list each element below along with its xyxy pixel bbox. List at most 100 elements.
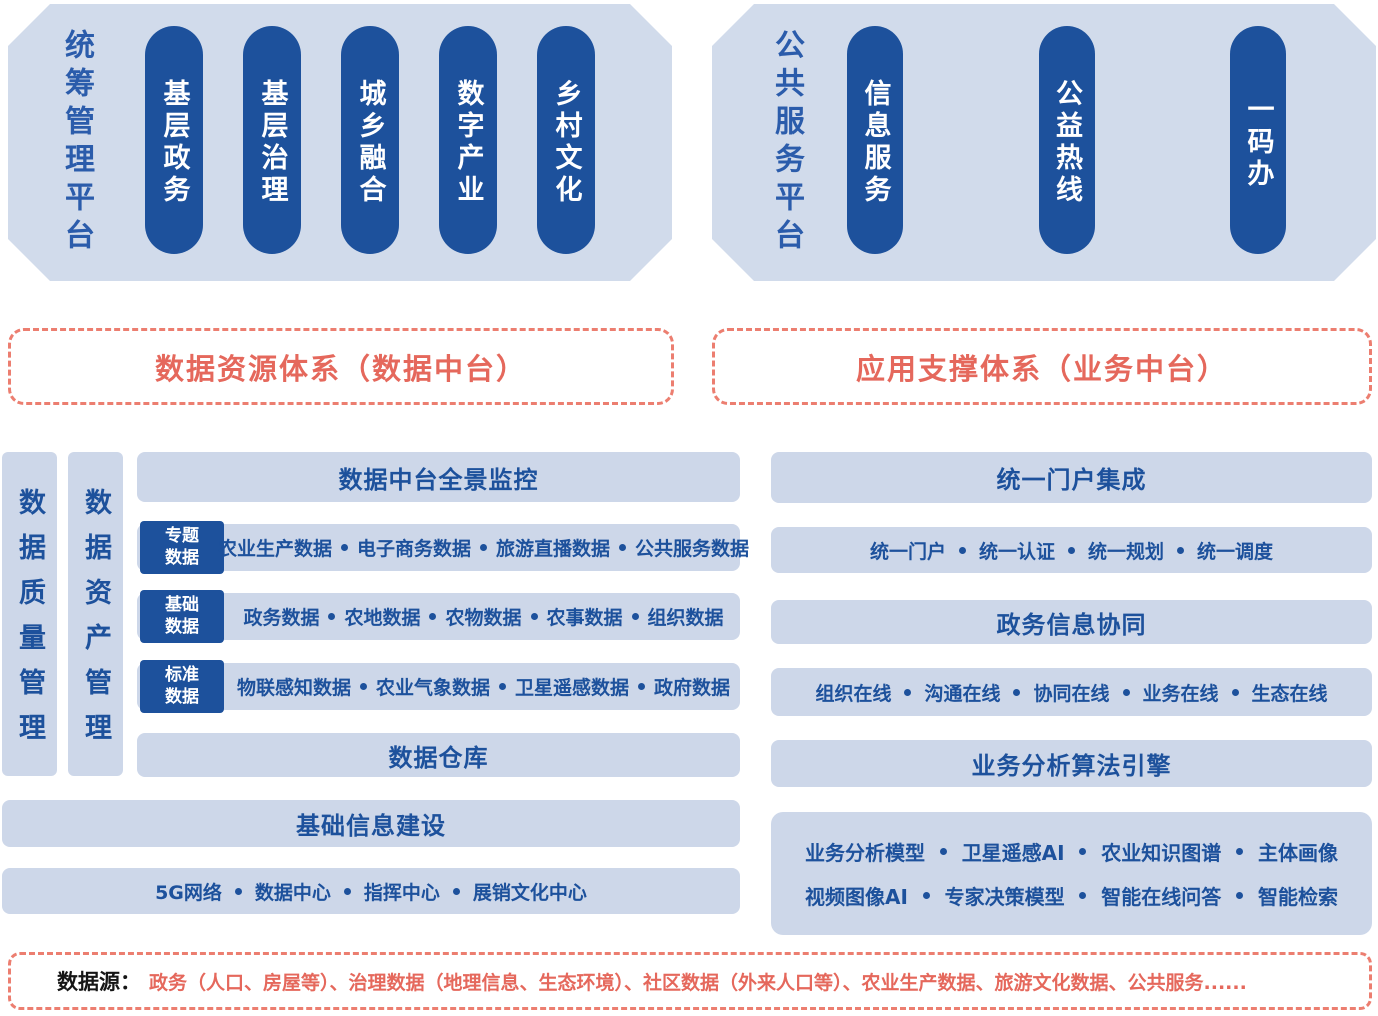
bullet-separator — [429, 613, 437, 620]
bullet-separator — [1079, 848, 1087, 855]
header-label: 统一门户集成 — [996, 466, 1147, 494]
banner-label: 应用支撑体系（业务中台） — [855, 351, 1228, 386]
tag-line: 基础 — [165, 595, 199, 616]
portal-items-bar: 统一门户统一认证统一规划统一调度 — [771, 527, 1372, 573]
pill-label: 信息服务 — [859, 78, 891, 207]
platform-pill-group: 基层政务基层治理城乡融合数字产业乡村文化 — [145, 26, 595, 254]
bullet-separator — [340, 544, 348, 551]
data-source-box: 数据源： 政务（人口、房屋等）、治理数据（地理信息、生态环境）、社区数据（外来人… — [8, 952, 1372, 1010]
algorithm-row: 业务分析模型 卫星遥感AI 农业知识图谱 主体画像 — [805, 837, 1338, 866]
bullet-separator — [343, 887, 351, 895]
list-item: 主体画像 — [1257, 841, 1338, 865]
platform-title: 统筹管理平台 — [59, 28, 94, 257]
infrastructure-items-bar: 5G网络 数据中心 指挥中心 展销文化中心 — [2, 868, 740, 914]
data-source-text: 政务（人口、房屋等）、治理数据（地理信息、生态环境）、社区数据（外来人口等）、农… — [149, 971, 1247, 994]
list-item: 生态在线 — [1251, 682, 1328, 705]
list-item: 卫星遥感AI — [961, 841, 1065, 865]
platform-pill: 信息服务 — [847, 26, 903, 254]
list-item: 协同在线 — [1033, 682, 1110, 705]
list-item: 业务在线 — [1142, 682, 1219, 705]
portal-integration-header: 统一门户集成 — [771, 452, 1372, 503]
list-item: 视频图像AI — [805, 885, 908, 909]
sidebar-label: 数据资产管理 — [80, 488, 111, 758]
list-item: 展销文化中心 — [472, 881, 587, 904]
list-item: 农事数据 — [546, 607, 623, 629]
list-item: 农业气象数据 — [375, 677, 490, 699]
header-label: 数据中台全景监控 — [338, 465, 539, 494]
list-item: 沟通在线 — [924, 682, 1001, 705]
gov-info-header: 政务信息协同 — [771, 600, 1372, 644]
list-item: 农业知识图谱 — [1101, 841, 1222, 865]
gov-items: 组织在线 沟通在线 协同在线 业务在线 生态在线 — [815, 679, 1327, 706]
list-item: 智能在线问答 — [1101, 885, 1222, 909]
bullet-separator — [499, 683, 506, 690]
infrastructure-header: 基础信息建设 — [2, 800, 740, 847]
list-item: 农物数据 — [445, 607, 522, 629]
list-item: 农业生产数据 — [217, 538, 332, 560]
list-item: 统一门户 — [869, 540, 946, 563]
data-quality-management-bar: 数据质量管理 — [2, 452, 57, 776]
list-item: 统一认证 — [978, 540, 1055, 563]
bullet-separator — [1068, 546, 1075, 554]
data-middle-platform-banner: 数据资源体系（数据中台） — [8, 328, 674, 405]
bullet-separator — [328, 613, 336, 620]
bullet-separator — [452, 887, 460, 895]
list-item: 指挥中心 — [363, 881, 440, 904]
portal-items: 统一门户统一认证统一规划统一调度 — [870, 537, 1273, 564]
list-item: 农地数据 — [344, 607, 421, 629]
list-item: 统一规划 — [1088, 540, 1165, 563]
list-item: 电子商务数据 — [356, 538, 471, 560]
special-data-items: 农业生产数据电子商务数据旅游直播数据公共服务数据 — [218, 524, 749, 571]
data-warehouse-bar: 数据仓库 — [137, 733, 740, 777]
special-data-row: 专题 数据 农业生产数据电子商务数据旅游直播数据公共服务数据 — [137, 521, 749, 574]
platform-pill: 城乡融合 — [341, 26, 399, 254]
platform-pill: 基层政务 — [145, 26, 203, 254]
list-item: 组织在线 — [815, 682, 892, 705]
pill-label: 乡村文化 — [550, 78, 582, 207]
tag-line: 标准 — [165, 665, 199, 686]
tag-line: 专题 — [165, 526, 199, 547]
bullet-separator — [234, 887, 242, 895]
algorithm-row: 视频图像AI 专家决策模型 智能在线问答 智能检索 — [805, 881, 1338, 910]
bullet-separator — [619, 544, 627, 551]
list-item: 5G网络 — [155, 881, 222, 904]
business-middle-platform-banner: 应用支撑体系（业务中台） — [712, 328, 1372, 405]
bullet-separator — [939, 848, 947, 855]
list-item: 智能检索 — [1257, 885, 1338, 909]
platform-pill-group: 信息服务 公益热线 一码办 — [847, 26, 1286, 254]
monitor-header: 数据中台全景监控 — [137, 452, 740, 502]
bullet-separator — [359, 683, 367, 690]
platform-pill: 一码办 — [1230, 26, 1286, 254]
bullet-separator — [530, 613, 538, 620]
basic-data-items: 政务数据 农地数据 农物数据 农事数据 组织数据 — [233, 593, 734, 640]
bullet-separator — [1177, 546, 1185, 554]
standard-data-tag: 标准 数据 — [140, 660, 224, 713]
header-label: 基础信息建设 — [296, 812, 446, 840]
tag-line: 数据 — [165, 547, 199, 568]
bullet-separator — [1079, 892, 1087, 899]
pill-label: 基层治理 — [256, 78, 288, 207]
bullet-separator — [904, 688, 912, 696]
pill-label: 基层政务 — [158, 78, 190, 207]
banner-label: 数据资源体系（数据中台） — [154, 351, 527, 386]
infrastructure-items: 5G网络 数据中心 指挥中心 展销文化中心 — [155, 878, 587, 905]
list-item: 政务数据 — [243, 607, 320, 629]
platform-pill: 基层治理 — [243, 26, 301, 254]
public-service-platform: 公共服务平台 信息服务公益热线一码办 — [712, 4, 1376, 281]
bullet-separator — [1122, 688, 1130, 696]
list-item: 专家决策模型 — [944, 885, 1065, 909]
list-item: 物联感知数据 — [236, 677, 351, 699]
list-item: 业务分析模型 — [805, 841, 925, 865]
pill-label: 城乡融合 — [354, 78, 386, 207]
bullet-separator — [638, 683, 646, 690]
list-item: 卫星遥感数据 — [515, 677, 630, 699]
basic-data-row: 基础 数据 政务数据农地数据农物数据农事数据组织数据 — [137, 590, 740, 643]
list-item: 数据中心 — [254, 881, 331, 904]
standard-data-row: 标准 数据 物联感知数据 农业气象数据 卫星遥感数据 政府数据 — [137, 660, 740, 713]
list-item: 政府数据 — [654, 677, 731, 699]
bullet-separator — [1236, 848, 1244, 855]
list-item: 旅游直播数据 — [496, 538, 611, 560]
list-item: 组织数据 — [647, 607, 724, 629]
platform-pill: 公益热线 — [1039, 26, 1095, 254]
